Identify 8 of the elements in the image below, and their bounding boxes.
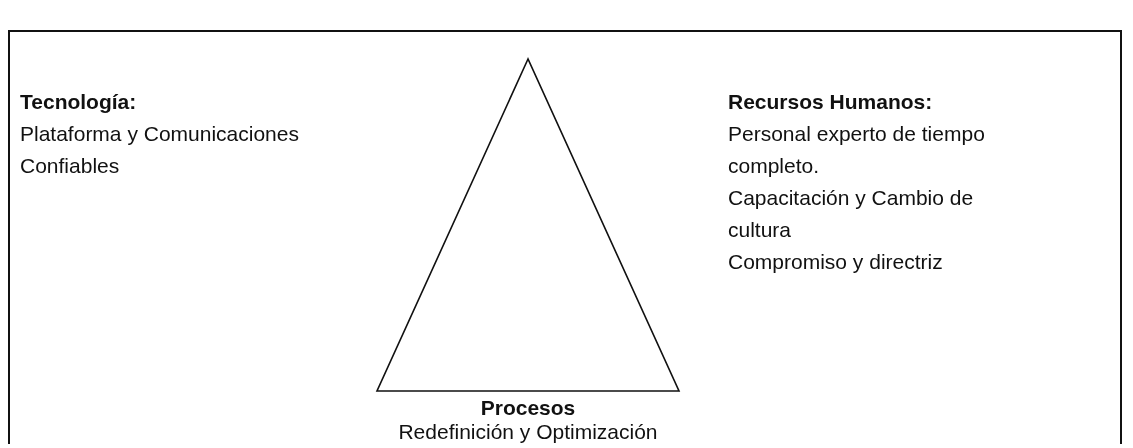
heading: Tecnología: (20, 89, 138, 115)
body-text: Capacitación y Cambio de cultura (728, 185, 975, 243)
body-text: Personal experto de tiempo completo. (728, 121, 986, 179)
body-text: Plataforma y Comunicaciones Confiables (20, 121, 300, 179)
heading: Recursos Humanos: (728, 89, 934, 115)
heading: Procesos (479, 396, 577, 420)
body-text: Compromiso y directriz (728, 249, 944, 275)
body-text: Redefinición y Optimización (397, 420, 659, 444)
